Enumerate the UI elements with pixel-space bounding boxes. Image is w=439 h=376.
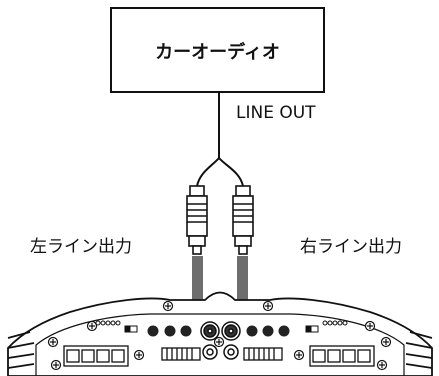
amp-terminal-blocks [63, 345, 375, 367]
right-line-output-label: 右ライン出力 [300, 237, 402, 257]
rca-input-jacks [200, 321, 241, 360]
line-out-label: LINE OUT [236, 103, 316, 123]
car-audio-box: カーオーディオ [110, 7, 325, 93]
left-insert-arrow [184, 256, 211, 322]
amp-knobs [147, 325, 290, 337]
right-insert-arrow [229, 256, 256, 322]
car-audio-label: カーオーディオ [155, 42, 280, 63]
amplifier [7, 291, 433, 376]
amp-screws [47, 300, 392, 371]
right-rca-plug [232, 185, 254, 255]
left-line-output-label: 左ライン出力 [30, 237, 132, 257]
amp-indicators [95, 320, 348, 333]
left-rca-plug [186, 185, 208, 255]
